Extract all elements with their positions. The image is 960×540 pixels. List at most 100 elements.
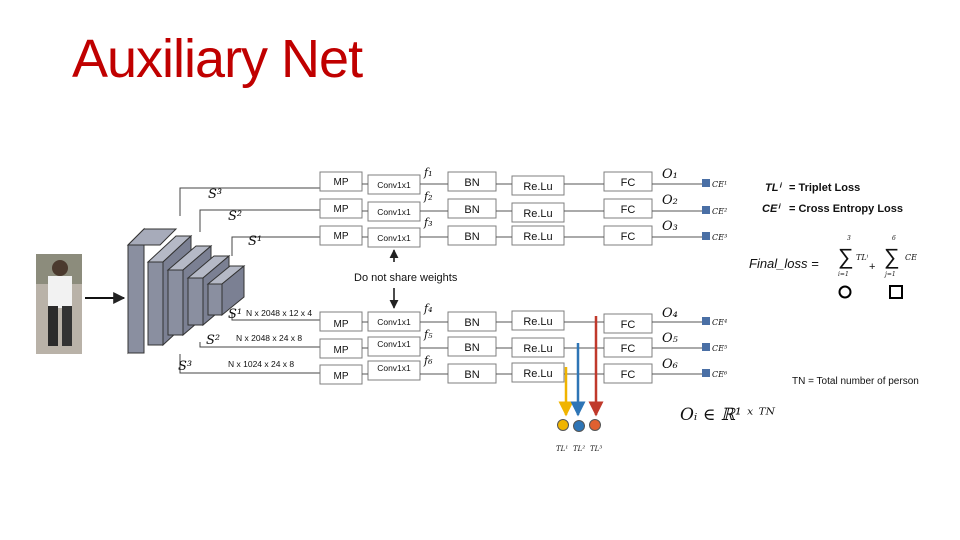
tn-note: TN = Total number of person [792,376,919,387]
triplet-node-2 [573,420,585,432]
branch-connectors [179,187,320,374]
bn-label: BN [464,177,479,189]
feature-label: f₂ [423,190,432,203]
share-weights-note: Do not share weights [354,272,458,284]
sum1-sigma: ∑ [838,244,854,269]
stage-label-upper-s1: S¹ [248,234,262,249]
fc-box [603,171,653,192]
conv-box [367,336,421,357]
feature-label: f₃ [423,216,432,229]
relu-label: Re.Lu [523,316,552,328]
fc-label: FC [621,369,636,381]
feature-label: f₆ [423,354,433,367]
branch-row-1: MP Conv1x1 f₁ BN Re.Lu FC [319,166,653,196]
bn-label: BN [464,342,479,354]
ce-box-3 [702,232,710,240]
branch-row-6: MP Conv1x1 f₆ BN Re.Lu FC [319,354,653,385]
output-label-o6: O₆ [662,357,678,372]
branch-row-5: MP Conv1x1 f₅ BN Re.Lu FC [319,328,653,359]
input-person-image [36,254,82,354]
ce-label-6: CE⁶ [712,370,728,379]
mp-label: MP [334,177,349,188]
mp-label: MP [334,231,349,242]
conv-box [367,360,421,381]
bn-box [447,225,497,246]
conv-label: Conv1x1 [377,317,411,327]
ce-box-1 [702,179,710,187]
conv-label: Conv1x1 [377,363,411,373]
mp-box [319,171,363,192]
sum2-sigma: ∑ [884,244,900,269]
ce-label-3: CE³ [712,233,727,242]
ce-label-2: CE² [712,207,727,216]
mp-box [319,225,363,246]
backbone-feature-maps [126,227,246,355]
bn-label: BN [464,231,479,243]
output-label-o4: O₄ [662,306,678,321]
bn-label: BN [464,204,479,216]
legend-tl-symbol: TLⁱ [765,182,782,194]
dim-label-2: N x 2048 x 24 x 8 [236,333,302,343]
slide-title: Auxiliary Net [72,29,363,89]
sum1-term: TLⁱ [856,253,869,262]
dim-label-1: N x 2048 x 12 x 4 [246,308,312,318]
legend-ce-text: = Cross Entropy Loss [789,203,903,215]
bn-box [447,336,497,357]
legend-tl-text: = Triplet Loss [789,182,860,194]
stage-label-upper-s3: S³ [208,187,222,202]
legend-ce-symbol: CEⁱ [762,203,781,215]
fc-label: FC [621,319,636,331]
triplet-node-3 [589,419,601,431]
fc-label: FC [621,204,636,216]
mp-label: MP [334,345,349,356]
relu-box [511,362,565,383]
final-loss-label: Final_loss = [749,256,819,271]
mp-label: MP [334,371,349,382]
relu-label: Re.Lu [523,181,552,193]
feature-label: f₅ [423,328,433,341]
relu-box [511,225,565,246]
relu-label: Re.Lu [523,368,552,380]
bn-label: BN [464,369,479,381]
fc-label: FC [621,231,636,243]
fc-box [603,198,653,219]
relu-box [511,175,565,196]
stage-label-lower-s3: S³ [178,359,192,374]
ce-label-4: CE⁴ [712,318,727,327]
bn-box [447,171,497,192]
circle-marker [838,285,852,299]
feature-label: f₁ [423,166,432,179]
fc-box [603,313,653,334]
lower-flow-lines [362,321,702,375]
ce-box-2 [702,206,710,214]
ce-label-1: CE¹ [712,180,727,189]
upper-branches: MP Conv1x1 f₁ BN Re.Lu FC MP Conv1x1 f₂ … [319,166,653,248]
triplet-node-1 [557,419,569,431]
conv-label: Conv1x1 [377,207,411,217]
relu-label: Re.Lu [523,208,552,220]
triplet-label-1: TL¹ [556,445,568,453]
output-label-o1: O₁ [662,167,678,182]
mp-label: MP [334,204,349,215]
bn-label: BN [464,317,479,329]
relu-label: Re.Lu [523,343,552,355]
dim-label-3: N x 1024 x 24 x 8 [228,359,294,369]
output-formula: Oᵢ ∈ ℝ¹ ˣ ᵀᴺ [680,405,776,425]
branch-row-2: MP Conv1x1 f₂ BN Re.Lu FC [319,190,653,223]
relu-box [511,202,565,223]
ce-box-5 [702,343,710,351]
fc-box [603,225,653,246]
output-label-o2: O₂ [662,193,678,208]
square-marker [889,285,903,299]
ce-label-5: CE⁵ [712,344,728,353]
output-label-o3: O₃ [662,219,678,234]
triplet-label-2: TL² [573,445,585,453]
feature-label: f₄ [423,302,432,315]
upper-flow-lines [362,183,702,238]
mp-label: MP [334,319,349,330]
fc-label: FC [621,343,636,355]
final-loss-plus: + [869,261,875,273]
sum1-upper-limit: 3 [847,235,851,242]
conv-label: Conv1x1 [377,233,411,243]
